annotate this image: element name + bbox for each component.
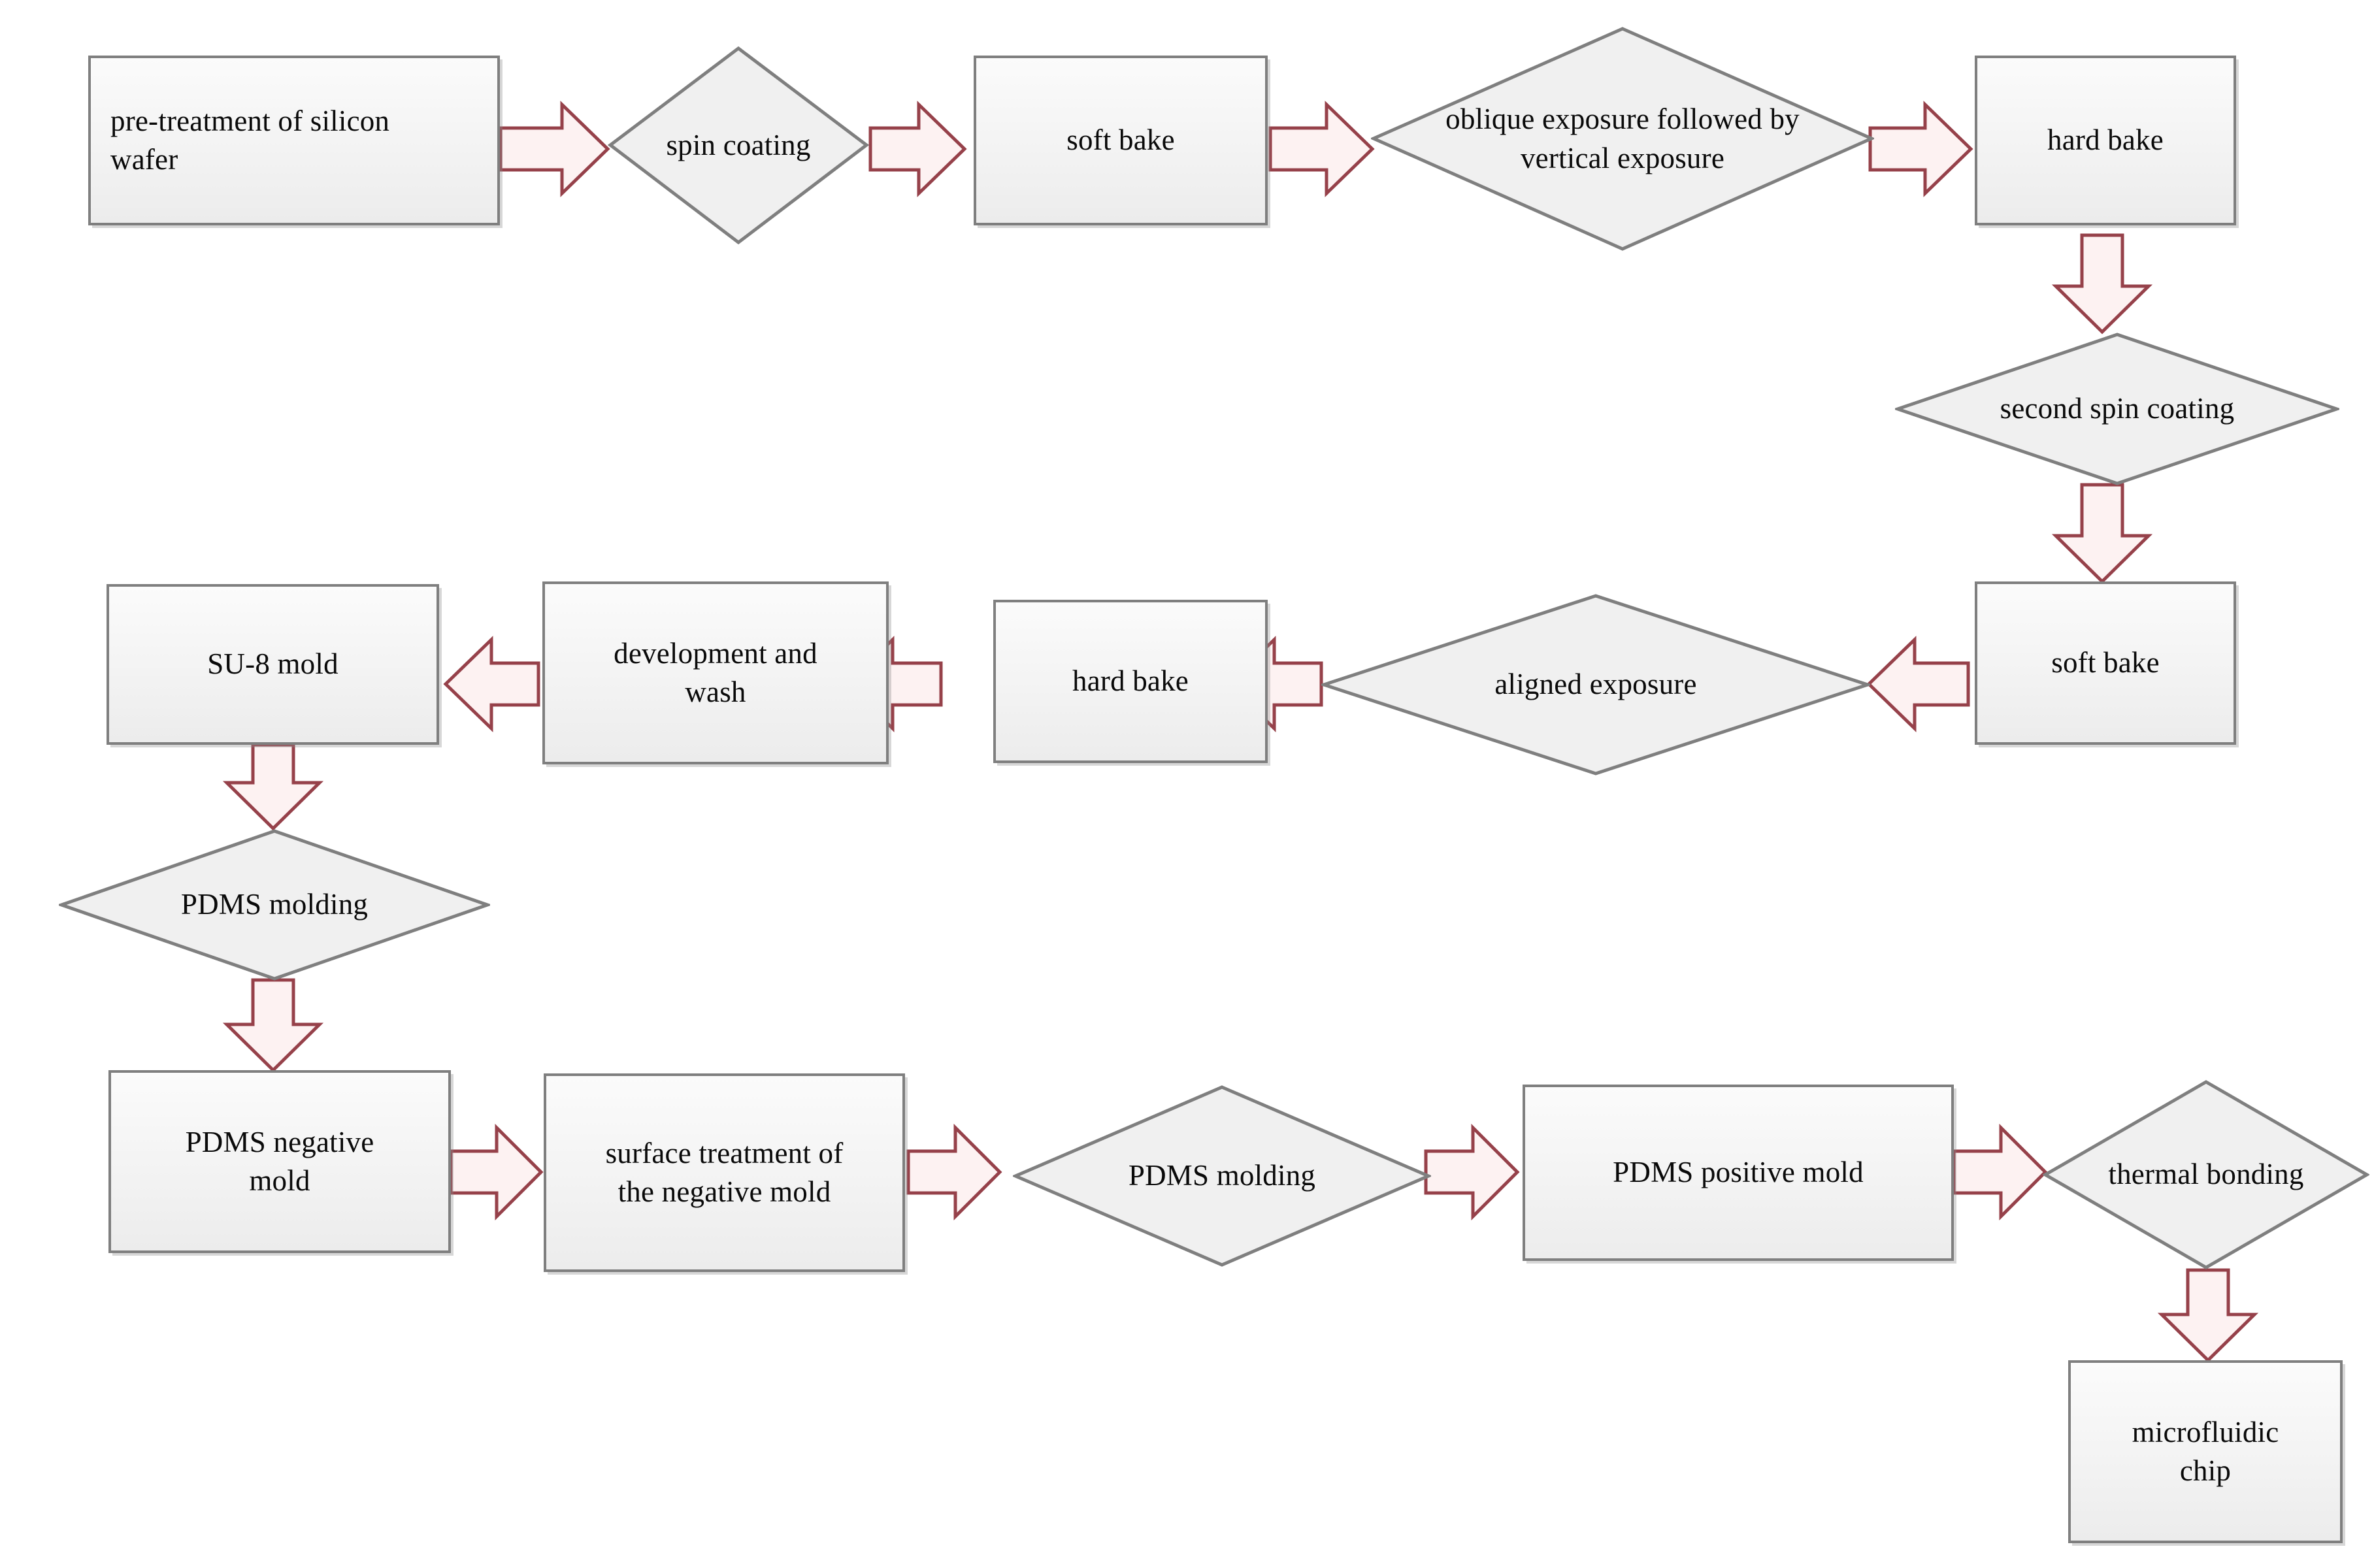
diamond-shape — [608, 46, 869, 245]
arrow-n5-to-n6 — [2051, 233, 2153, 335]
arrow-n10-to-n11 — [443, 636, 540, 732]
arrow-n14-to-n15 — [906, 1123, 1002, 1221]
node-label: soft bake — [2051, 646, 2160, 679]
diamond-shape — [2043, 1080, 2369, 1269]
arrow-n2-to-n3 — [868, 101, 967, 197]
node-label: hard bake — [1072, 664, 1189, 698]
arrow-n6-to-n7 — [2051, 483, 2153, 584]
node-label: thermal bonding — [2108, 1158, 2304, 1191]
arrow-n12-to-n13 — [222, 978, 324, 1073]
node-soft-bake-1[interactable]: soft bake — [974, 56, 1268, 225]
node-label: second spin coating — [2000, 392, 2235, 425]
node-su8-mold[interactable]: SU-8 mold — [107, 584, 439, 745]
node-label: PDMS positive mold — [1613, 1156, 1864, 1189]
arrow-n11-to-n12 — [222, 743, 324, 831]
arrow-n13-to-n14 — [449, 1123, 544, 1221]
node-spin-coating[interactable]: spin coating — [608, 46, 869, 245]
node-pdms-molding-2[interactable]: PDMS molding — [1013, 1085, 1431, 1267]
node-hard-bake-1[interactable]: hard bake — [1975, 56, 2236, 225]
node-label: soft bake — [1066, 123, 1175, 157]
node-pdms-molding-1[interactable]: PDMS molding — [59, 828, 490, 981]
node-label: spin coating — [666, 128, 811, 161]
diamond-shape — [1321, 594, 1870, 776]
arrow-n17-to-n18 — [2157, 1268, 2259, 1363]
arrow-n16-to-n17 — [1952, 1123, 2048, 1221]
node-soft-bake-2[interactable]: soft bake — [1975, 581, 2236, 745]
node-label: SU-8 mold — [207, 647, 338, 681]
node-aligned-exposure[interactable]: aligned exposure — [1321, 593, 1870, 776]
arrow-n1-to-n2 — [499, 101, 610, 197]
node-label: hard bake — [2047, 123, 2164, 157]
node-hard-bake-2[interactable]: hard bake — [993, 600, 1268, 763]
arrow-n3-to-n4 — [1268, 101, 1375, 197]
arrow-n7-to-n8 — [1866, 636, 1970, 732]
node-label: PDMS molding — [1128, 1159, 1316, 1192]
diamond-shape — [1013, 1085, 1431, 1267]
node-label: aligned exposure — [1494, 668, 1697, 701]
arrow-n15-to-n16 — [1424, 1123, 1520, 1221]
node-thermal-bonding[interactable]: thermal bonding — [2043, 1079, 2369, 1270]
node-label: PDMS molding — [180, 888, 369, 921]
node-second-spin-coating[interactable]: second spin coating — [1895, 332, 2339, 486]
arrow-n4-to-n5 — [1868, 101, 1973, 197]
node-pdms-positive-mold[interactable]: PDMS positive mold — [1523, 1085, 1954, 1261]
diamond-shape — [1371, 27, 1874, 251]
